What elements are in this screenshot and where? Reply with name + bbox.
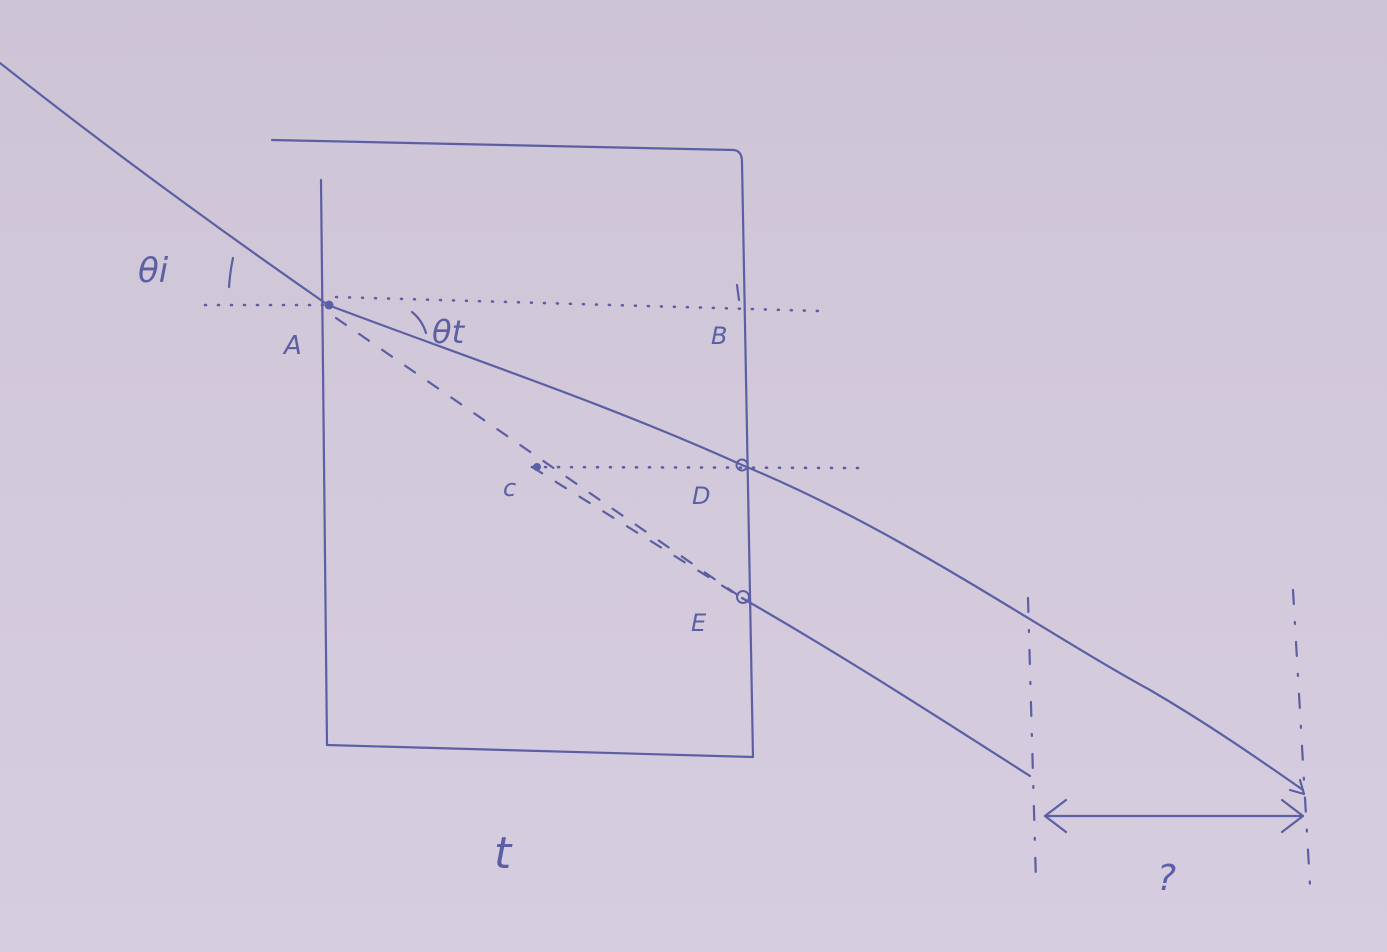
label-unknown-shift: ?: [1157, 858, 1176, 899]
label-point-c: c: [503, 474, 516, 502]
emergent-ray-from-d: [740, 463, 1305, 792]
theta-i-angle-mark: [227, 256, 235, 289]
incident-ray: [0, 61, 330, 307]
slab-bottom-edge: [325, 743, 755, 759]
emergent-ray-from-e: [740, 596, 1032, 778]
line-c-to-e: [530, 465, 744, 600]
slab-left-edge: [319, 178, 329, 747]
slab-right-edge: [740, 160, 755, 759]
point-e-dot: [736, 590, 750, 604]
point-b-tick: [735, 283, 741, 302]
slab-top-edge: [270, 138, 744, 164]
glass-slab: [270, 138, 755, 759]
normal-line-at-d: [530, 465, 864, 470]
label-point-a: A: [282, 331, 302, 361]
point-d-dot: [735, 458, 749, 472]
normal-line-at-a: [203, 295, 822, 313]
point-a-dot: [324, 300, 334, 310]
label-point-d: D: [692, 482, 710, 510]
lateral-shift-arrow: [1043, 778, 1306, 834]
undeviated-ray-extension: [334, 316, 744, 600]
label-thickness: t: [494, 828, 513, 879]
refracted-ray: [326, 303, 744, 467]
reference-line-left: [1026, 596, 1038, 884]
theta-t-angle-mark: [410, 310, 428, 335]
point-c-dot: [533, 463, 541, 471]
label-point-b: B: [711, 322, 727, 350]
label-theta-t: θt: [432, 313, 466, 351]
label-theta-i: θi: [138, 251, 169, 291]
label-point-e: E: [691, 609, 707, 637]
reference-line-right: [1291, 588, 1312, 887]
